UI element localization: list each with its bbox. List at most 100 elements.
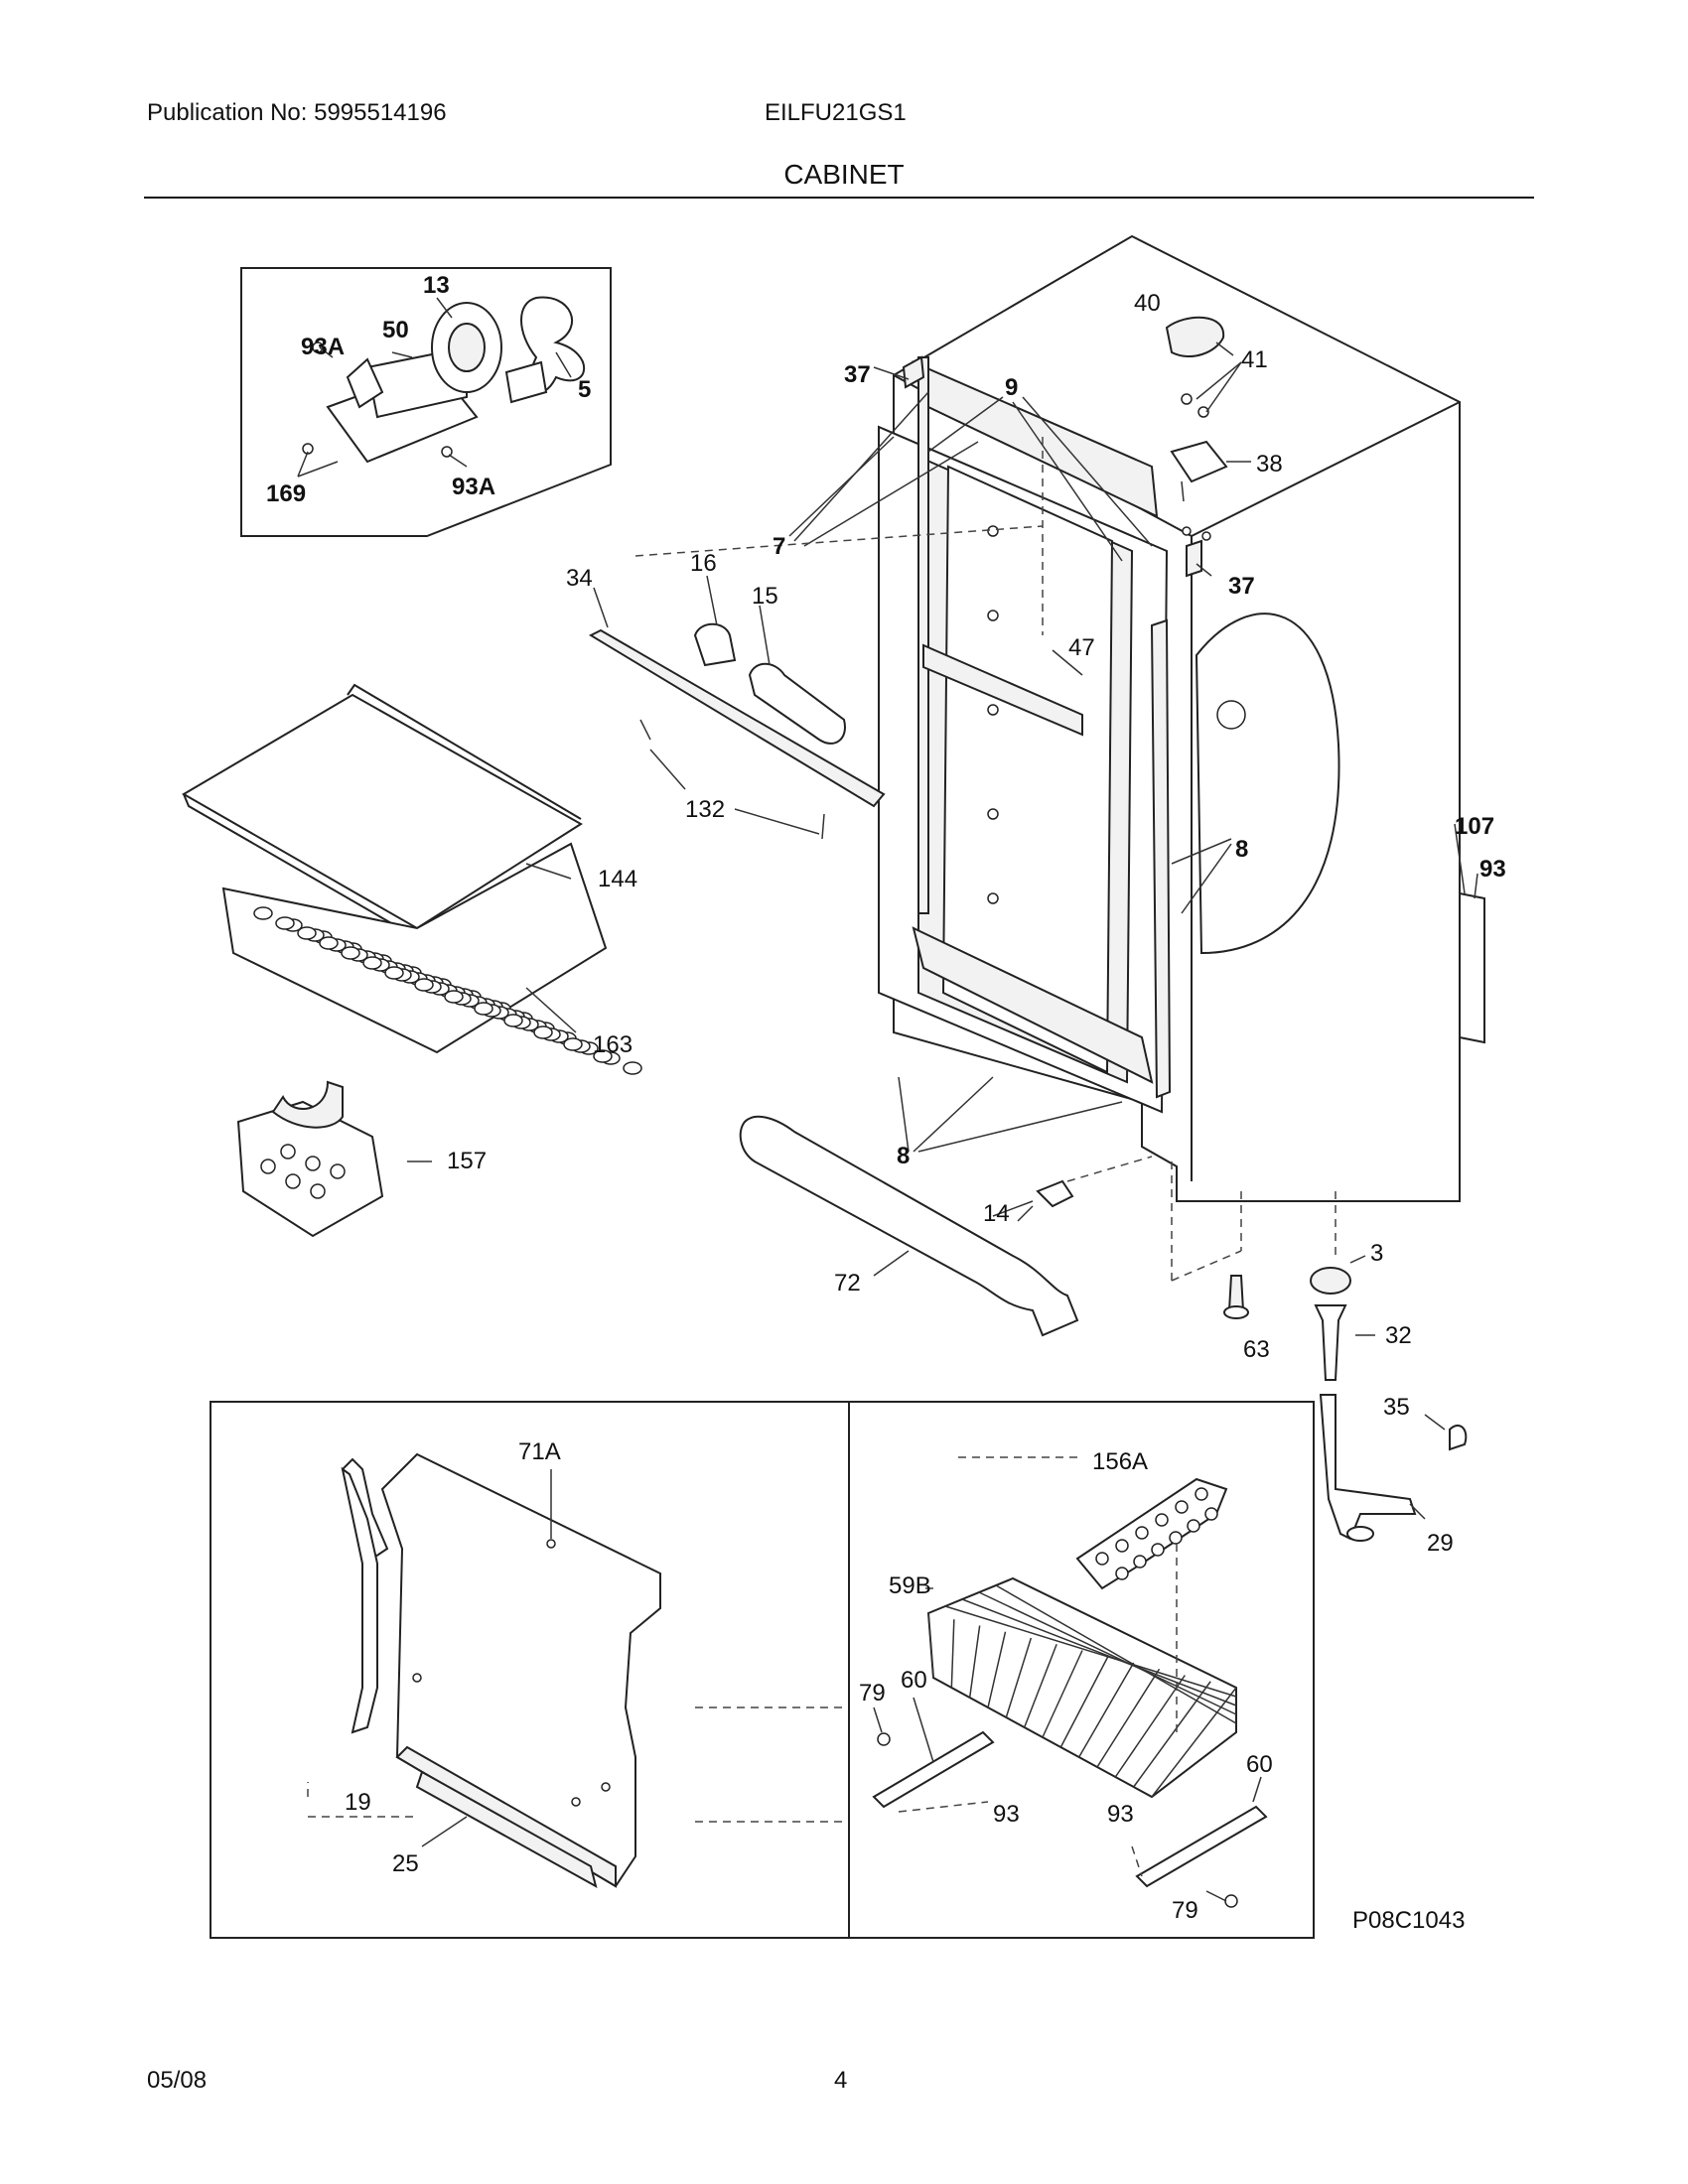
rail-hole [1169,1531,1183,1545]
inset-basket-59b [872,1456,1268,1908]
leveling-parts [1223,1255,1468,1542]
callout-50: 50 [382,317,409,343]
callout-37-right: 37 [1228,573,1255,600]
callout-9: 9 [1005,374,1018,401]
basket-wire [1042,1650,1083,1738]
rail-hole [1115,1567,1129,1580]
grid-hole [593,1049,613,1063]
callout-107: 107 [1455,813,1494,840]
basket-wire [1059,1656,1109,1748]
callout-93-mid: 93 [993,1801,1020,1828]
basket-wire [978,1591,1237,1715]
callout-93a-bottom: 93A [452,474,495,500]
callout-8-bottom: 8 [897,1143,910,1169]
callout-60-right: 60 [1246,1751,1273,1778]
top-hinge [1165,316,1228,541]
callout-14: 14 [983,1200,1010,1227]
callout-144: 144 [598,866,637,892]
inset-panel-71a [307,1452,844,1888]
callout-38: 38 [1256,451,1283,478]
callout-15: 15 [752,583,778,610]
callout-37-top: 37 [844,361,871,388]
diagram-code: P08C1043 [1352,1907,1465,1934]
rail-hole [1133,1555,1147,1569]
rail-hole [1095,1552,1109,1566]
basket-wire [961,1598,1237,1706]
basket-wire [944,1605,1237,1698]
basket-wire [1114,1675,1186,1778]
basket-wire [968,1625,981,1699]
publication-number: Publication No: 5995514196 [147,99,447,126]
callout-132: 132 [685,796,725,823]
callout-34: 34 [566,565,593,592]
grid-hole [319,936,339,950]
model-number: EILFU21GS1 [765,99,907,126]
callout-93-right: 93 [1479,856,1506,883]
grid-hole [444,990,464,1004]
callout-40: 40 [1134,290,1161,317]
callout-5: 5 [578,376,591,403]
callout-63: 63 [1243,1336,1270,1363]
footer-page-number: 4 [834,2067,848,2094]
callout-71a: 71A [518,1438,561,1465]
callout-60-left: 60 [901,1667,927,1694]
footer-date: 05/08 [147,2067,208,2094]
callout-16: 16 [690,550,717,577]
callout-3: 3 [1370,1240,1383,1267]
cabinet-body [878,234,1485,1202]
callout-157: 157 [447,1148,487,1174]
callout-156a: 156A [1092,1448,1148,1475]
callout-79-right: 79 [1172,1897,1198,1924]
basket-wire [1133,1681,1211,1788]
grid-hole [474,1002,493,1016]
basket-wire [1078,1662,1135,1758]
callout-59b: 59B [889,1572,931,1599]
rail-holes [1095,1487,1218,1580]
cabinet-leaders [634,341,1478,1282]
callout-7: 7 [773,533,785,560]
rail-hole [1115,1539,1129,1553]
rail-hole [1204,1507,1218,1521]
basket-wire [995,1584,1237,1724]
callout-47: 47 [1068,634,1095,661]
basket-wire [950,1619,955,1689]
callout-93a-top: 93A [301,334,345,360]
callout-41: 41 [1241,346,1268,373]
grid-hole [623,1061,642,1075]
basket-wire [1151,1687,1237,1798]
basket-wire [987,1631,1007,1708]
callout-169: 169 [266,480,306,507]
fan-motor-inset [240,267,612,537]
rail-hole [1155,1513,1169,1527]
callout-163: 163 [593,1031,633,1058]
callout-35: 35 [1383,1394,1410,1421]
shelf-grid-holes [253,906,642,1075]
rail-hole [1151,1543,1165,1557]
callout-32: 32 [1385,1322,1412,1349]
callout-8-right: 8 [1235,836,1248,863]
callout-72: 72 [834,1270,861,1297]
basket-wire [927,1612,934,1679]
callout-79-left: 79 [859,1680,886,1706]
grid-hole [384,966,404,980]
callout-25: 25 [392,1850,419,1877]
rail-hole [1195,1487,1208,1501]
grid-hole [414,978,434,992]
grid-hole [533,1025,553,1039]
shelf-assembly [182,683,642,1075]
basket-wire [1005,1637,1033,1718]
grid-hole [297,926,317,940]
rail-hole [1187,1519,1200,1533]
callout-13: 13 [423,272,450,299]
rail-hole [1175,1500,1189,1514]
basket-wires [927,1584,1237,1798]
grid-hole [275,916,295,930]
section-title: CABINET [783,159,905,190]
lower-insets [210,1401,1315,1939]
grid-hole [503,1014,523,1027]
header-divider [144,197,1534,199]
grid-hole [341,946,360,960]
basket-wire [1096,1668,1161,1768]
grid-hole [253,906,273,920]
